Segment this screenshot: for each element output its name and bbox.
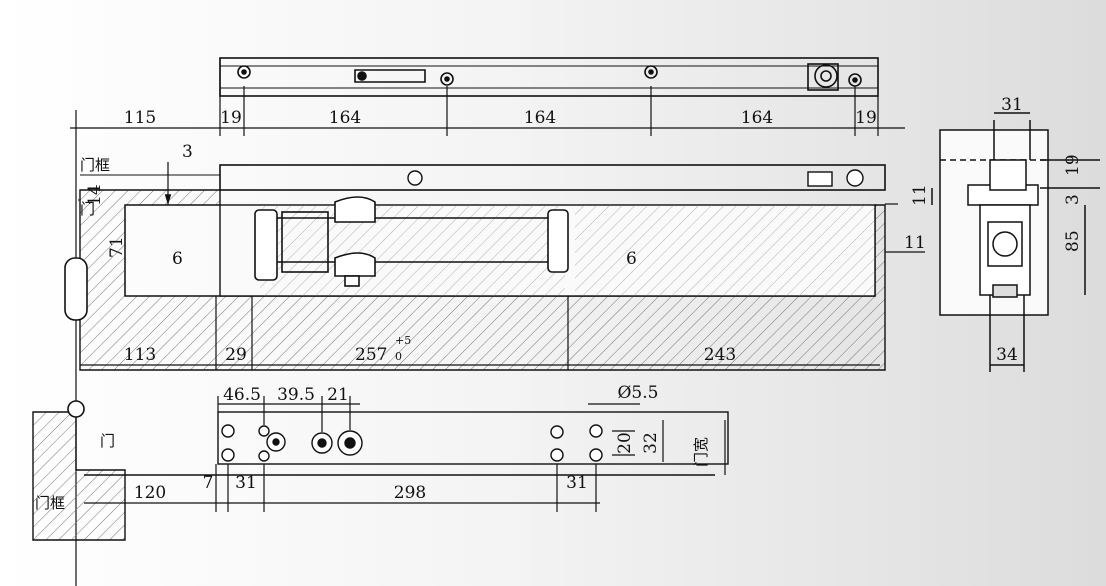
section-view [78,164,886,371]
track-profile [219,164,886,191]
side-dim-19: 19 [1063,154,1083,176]
dim-11-section: 11 [904,233,926,253]
dim-164-c: 164 [741,108,773,128]
plate-hole-icon [221,424,603,462]
dim-243: 243 [704,345,736,365]
dim-6-left: 6 [172,249,183,269]
latch-bracket [354,69,426,83]
svg-text:+5: +5 [395,334,411,347]
plate-dim-46-5: 46.5 [223,385,261,405]
dim-71: 71 [107,236,127,258]
side-dim-3: 3 [1063,194,1083,205]
plate-dim-120: 120 [134,483,166,503]
plate-dim-31-right: 31 [566,473,588,493]
dim-115: 115 [124,108,156,128]
plate-dim-hole-dia: Ø5.5 [618,383,659,403]
label-door-top: 门 [80,200,95,218]
plate-dim-7: 7 [203,473,214,493]
hinge-icon [64,257,88,321]
svg-text:0: 0 [395,350,402,363]
plate-view [32,396,729,541]
plate-dim-39-5: 39.5 [277,385,315,405]
dim-29: 29 [225,345,247,365]
label-door-frame-top: 门框 [80,156,110,174]
plate-dim-20: 20 [615,432,635,454]
mounting-plate [217,411,729,465]
side-view [931,112,1100,372]
pivot-icon [67,400,85,418]
dim-19-right: 19 [855,108,877,128]
plate-dim-21: 21 [327,385,349,405]
svg-text:257: 257 [355,345,387,365]
plate-dim-31-left: 31 [235,473,257,493]
carriage-assembly [254,196,569,287]
dim-3: 3 [182,142,193,162]
top-dimension-line [70,58,905,136]
dim-164-b: 164 [524,108,556,128]
rail-outline [219,57,879,97]
roller-icon [407,169,864,187]
dim-6-right: 6 [626,249,637,269]
dim-113: 113 [124,345,156,365]
dim-257-tolerance: 257 +5 0 [355,334,411,365]
dim-164-a: 164 [329,108,361,128]
side-dim-11: 11 [910,184,930,206]
plate-label-door: 门 [100,432,115,450]
side-dim-31: 31 [1001,95,1023,115]
top-rail-view [219,57,879,97]
plate-dim-lines [84,396,726,512]
dim-14: 14 [85,184,105,206]
rail-mounting-hole-icon [237,64,862,88]
dim-19-left: 19 [220,108,242,128]
plate-label-door-frame: 门框 [35,494,65,512]
side-dim-85: 85 [1063,230,1083,252]
side-dim-34: 34 [996,345,1018,365]
plate-label-door-width: 门宽 [692,437,710,467]
plate-dim-298: 298 [394,483,426,503]
plate-dim-32: 32 [641,432,661,454]
